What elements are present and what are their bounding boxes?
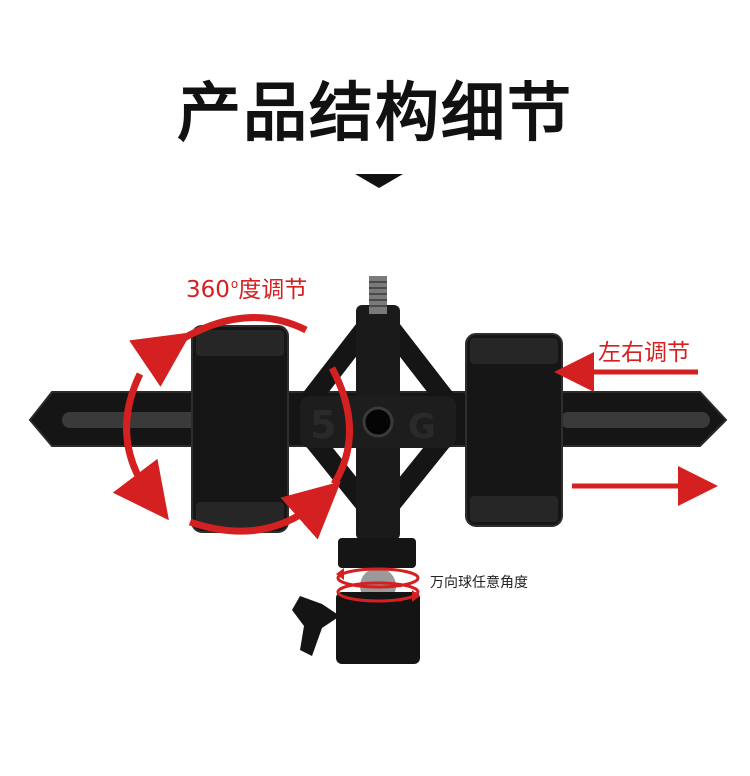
left-right-label: 左右调节 bbox=[598, 340, 690, 366]
locking-knob bbox=[292, 596, 340, 656]
rail-slot-right bbox=[560, 412, 710, 428]
right-clamp-jaw-bottom bbox=[470, 496, 558, 522]
right-clamp-jaw-top bbox=[470, 338, 558, 364]
page-title: 产品结构细节 bbox=[177, 77, 573, 151]
ball-head-collar bbox=[338, 538, 416, 568]
mount-marking-g: G bbox=[408, 407, 436, 447]
left-clamp-jaw-bottom bbox=[196, 502, 284, 528]
left-clamp bbox=[191, 325, 289, 533]
ball-swivel-top bbox=[336, 567, 420, 589]
rotate-arrow-bottom bbox=[188, 481, 341, 540]
swivel-arrowhead-right bbox=[412, 590, 420, 602]
rotate-arrow-right bbox=[328, 366, 353, 486]
swivel-arrowhead-left bbox=[336, 568, 344, 580]
rotate-label: 360o度调节 bbox=[186, 277, 308, 303]
down-caret-icon bbox=[355, 174, 403, 188]
left-clamp-jaw-top bbox=[196, 330, 284, 356]
ball-head-label: 万向球任意角度 bbox=[430, 575, 528, 591]
rotate-arrow-left bbox=[112, 372, 169, 521]
right-clamp bbox=[465, 333, 563, 527]
center-hole bbox=[362, 406, 394, 438]
ball-head-base bbox=[336, 592, 420, 664]
ball-swivel-bottom bbox=[336, 581, 420, 603]
rotate-arrow-top bbox=[129, 314, 308, 387]
mount-marking-5: 5 bbox=[310, 403, 336, 447]
